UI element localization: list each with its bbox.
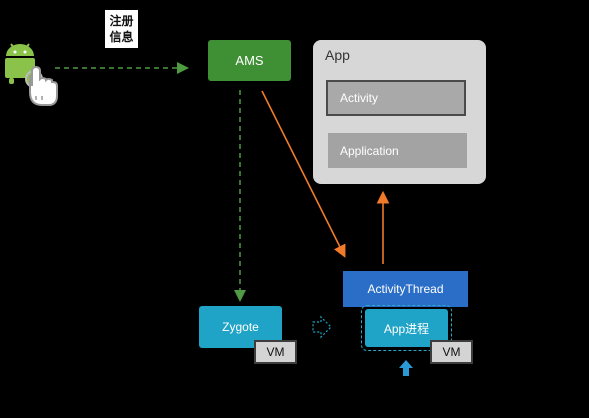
register-info-line1: 注册	[109, 14, 134, 28]
ams-node[interactable]: AMS	[208, 40, 291, 81]
application-node[interactable]: Application	[328, 133, 467, 168]
ams-to-thread-arrow	[261, 90, 346, 258]
activity-thread-node[interactable]: ActivityThread	[343, 271, 468, 307]
app-process-outline	[361, 305, 452, 351]
app-title: App	[325, 47, 350, 63]
activity-node[interactable]: Activity	[326, 80, 466, 116]
zygote-vm-node: VM	[254, 340, 297, 364]
register-info-label: 注册 信息	[105, 10, 138, 48]
up-arrow-icon	[399, 360, 413, 376]
app-process-node[interactable]: App进程	[365, 309, 448, 347]
fork-arrow	[312, 315, 332, 339]
register-info-line2: 信息	[109, 30, 134, 44]
app-vm-node: VM	[430, 340, 473, 364]
pointing-hand-icon	[25, 65, 58, 106]
